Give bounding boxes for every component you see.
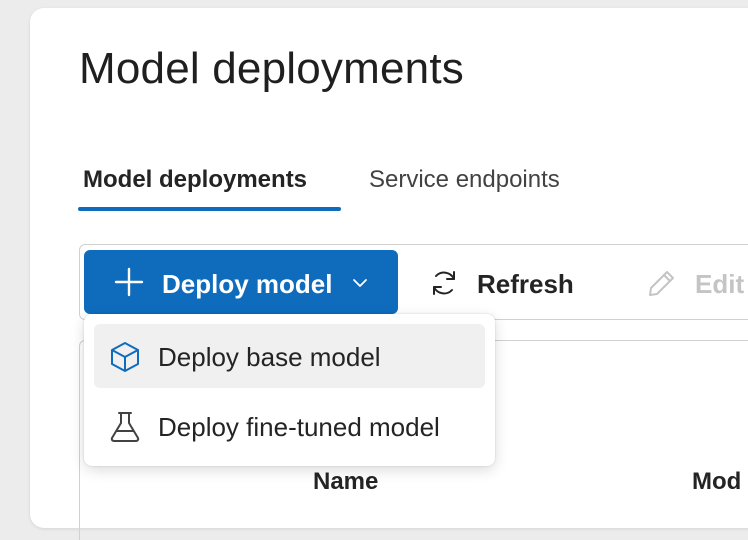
- pencil-icon: [649, 271, 674, 296]
- menu-item-label: Deploy base model: [158, 342, 381, 372]
- deploy-model-label: Deploy model: [162, 269, 333, 299]
- tab-service-endpoints[interactable]: Service endpoints: [369, 166, 560, 193]
- page-title: Model deployments: [79, 44, 464, 93]
- tab-model-deployments[interactable]: Model deployments: [83, 166, 308, 193]
- refresh-icon: [433, 271, 455, 295]
- cube-icon: [111, 342, 139, 372]
- column-header-model[interactable]: Mod: [692, 468, 742, 495]
- refresh-button[interactable]: Refresh: [422, 256, 592, 310]
- menu-item-label: Deploy fine-tuned model: [158, 412, 440, 442]
- menu-item-deploy-base-model[interactable]: Deploy base model: [94, 324, 485, 388]
- refresh-label: Refresh: [477, 269, 574, 299]
- active-tab-indicator: [78, 207, 341, 211]
- deploy-model-button[interactable]: Deploy model: [84, 250, 398, 314]
- column-header-name[interactable]: Name: [313, 468, 379, 495]
- flask-icon: [110, 412, 140, 442]
- deploy-model-menu: Deploy base model Deploy fine-tuned mode…: [84, 314, 495, 466]
- menu-item-deploy-fine-tuned-model[interactable]: Deploy fine-tuned model: [94, 394, 485, 458]
- edit-button[interactable]: Edit: [640, 256, 748, 310]
- plus-icon: [114, 267, 144, 297]
- chevron-down-icon: [353, 279, 367, 287]
- edit-label: Edit: [695, 269, 745, 299]
